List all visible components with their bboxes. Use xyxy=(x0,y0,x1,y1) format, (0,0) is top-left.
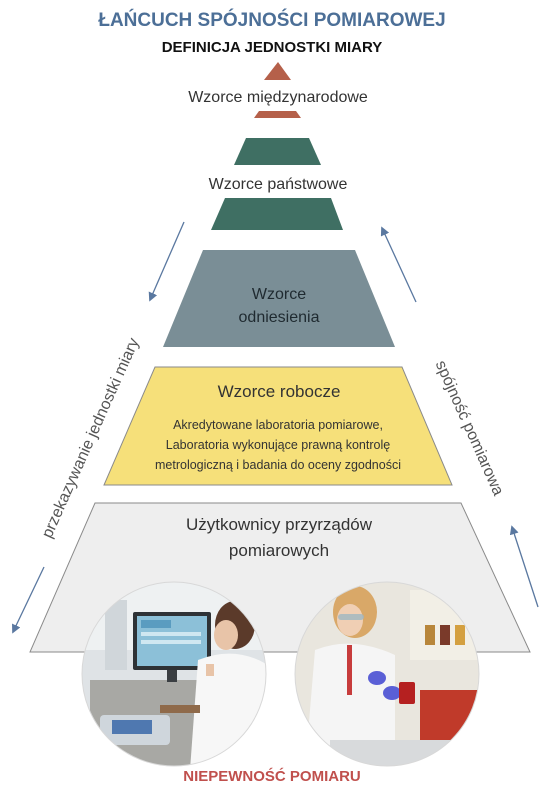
working-desc-line2: Laboratoria wykonujące prawną kontrolę xyxy=(166,438,390,452)
reference-label-line2: odniesienia xyxy=(239,309,320,326)
working-label: Wzorce robocze xyxy=(218,382,341,401)
national-label: Wzorce państwowe xyxy=(209,176,348,193)
working-trapezoid xyxy=(103,366,453,486)
national-top-band xyxy=(234,138,321,165)
working-desc-line3: metrologiczną i badania do oceny zgodnoś… xyxy=(155,458,401,472)
photo-chemist-with-pipette xyxy=(294,581,480,767)
reference-trapezoid xyxy=(163,250,395,347)
traceability-arrow-lower xyxy=(509,525,539,608)
national-bottom-band xyxy=(211,198,343,230)
users-label-line2: pomiarowych xyxy=(229,541,329,560)
reference-label-line1: Wzorce xyxy=(252,286,306,303)
apex-triangle xyxy=(264,62,291,80)
traceability-arrow-upper xyxy=(380,226,417,303)
diagram-title: ŁAŃCUCH SPÓJNOŚCI POMIAROWEJ xyxy=(98,9,445,31)
international-label: Wzorce międzynarodowe xyxy=(188,89,368,106)
transfer-arrow-lower xyxy=(12,566,45,634)
uncertainty-label: NIEPEWNOŚĆ POMIARU xyxy=(183,767,361,785)
diagram-subtitle: DEFINICJA JEDNOSTKI MIARY xyxy=(162,39,383,56)
working-desc-line1: Akredytowane laboratoria pomiarowe, xyxy=(173,418,383,432)
international-band xyxy=(254,111,301,118)
transfer-arrow-upper xyxy=(148,221,185,302)
users-label-line1: Użytkownicy przyrządów xyxy=(186,515,373,534)
